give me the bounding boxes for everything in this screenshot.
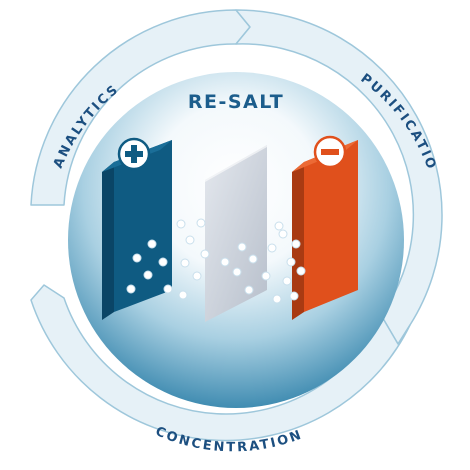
ion-particle: [180, 258, 190, 268]
ion-particle: [147, 239, 157, 249]
ion-particle: [248, 254, 258, 264]
cycle-arrow-bottom: [30, 284, 411, 442]
plus-icon: [117, 137, 151, 171]
ion-particle: [286, 257, 296, 267]
ion-particle: [232, 267, 242, 277]
ion-particle: [291, 239, 301, 249]
ion-particle: [237, 242, 247, 252]
positive-electrode: [102, 140, 172, 320]
ion-particle: [278, 229, 288, 239]
ion-particle: [200, 249, 210, 259]
ion-particles: [126, 218, 306, 304]
ion-particle: [192, 271, 202, 281]
diagram-title: RE-SALT: [188, 91, 284, 113]
ion-particle: [178, 290, 188, 300]
ion-particle: [220, 257, 230, 267]
membrane: [205, 145, 267, 322]
ion-particle: [267, 243, 277, 253]
ion-particle: [126, 284, 136, 294]
ion-particle: [296, 266, 306, 276]
cycle-ring: [30, 9, 443, 442]
minus-icon: [313, 135, 347, 169]
ion-particle: [143, 270, 153, 280]
ion-particle: [289, 291, 299, 301]
ion-particle: [163, 284, 173, 294]
ion-particle: [176, 219, 186, 229]
ion-particle: [132, 253, 142, 263]
ion-particle: [282, 276, 292, 286]
ion-particle: [158, 257, 168, 267]
ion-particle: [261, 271, 271, 281]
ion-particle: [196, 218, 206, 228]
ion-particle: [244, 285, 254, 295]
ion-particle: [185, 235, 195, 245]
ion-particle: [274, 221, 284, 231]
ion-particle: [272, 294, 282, 304]
